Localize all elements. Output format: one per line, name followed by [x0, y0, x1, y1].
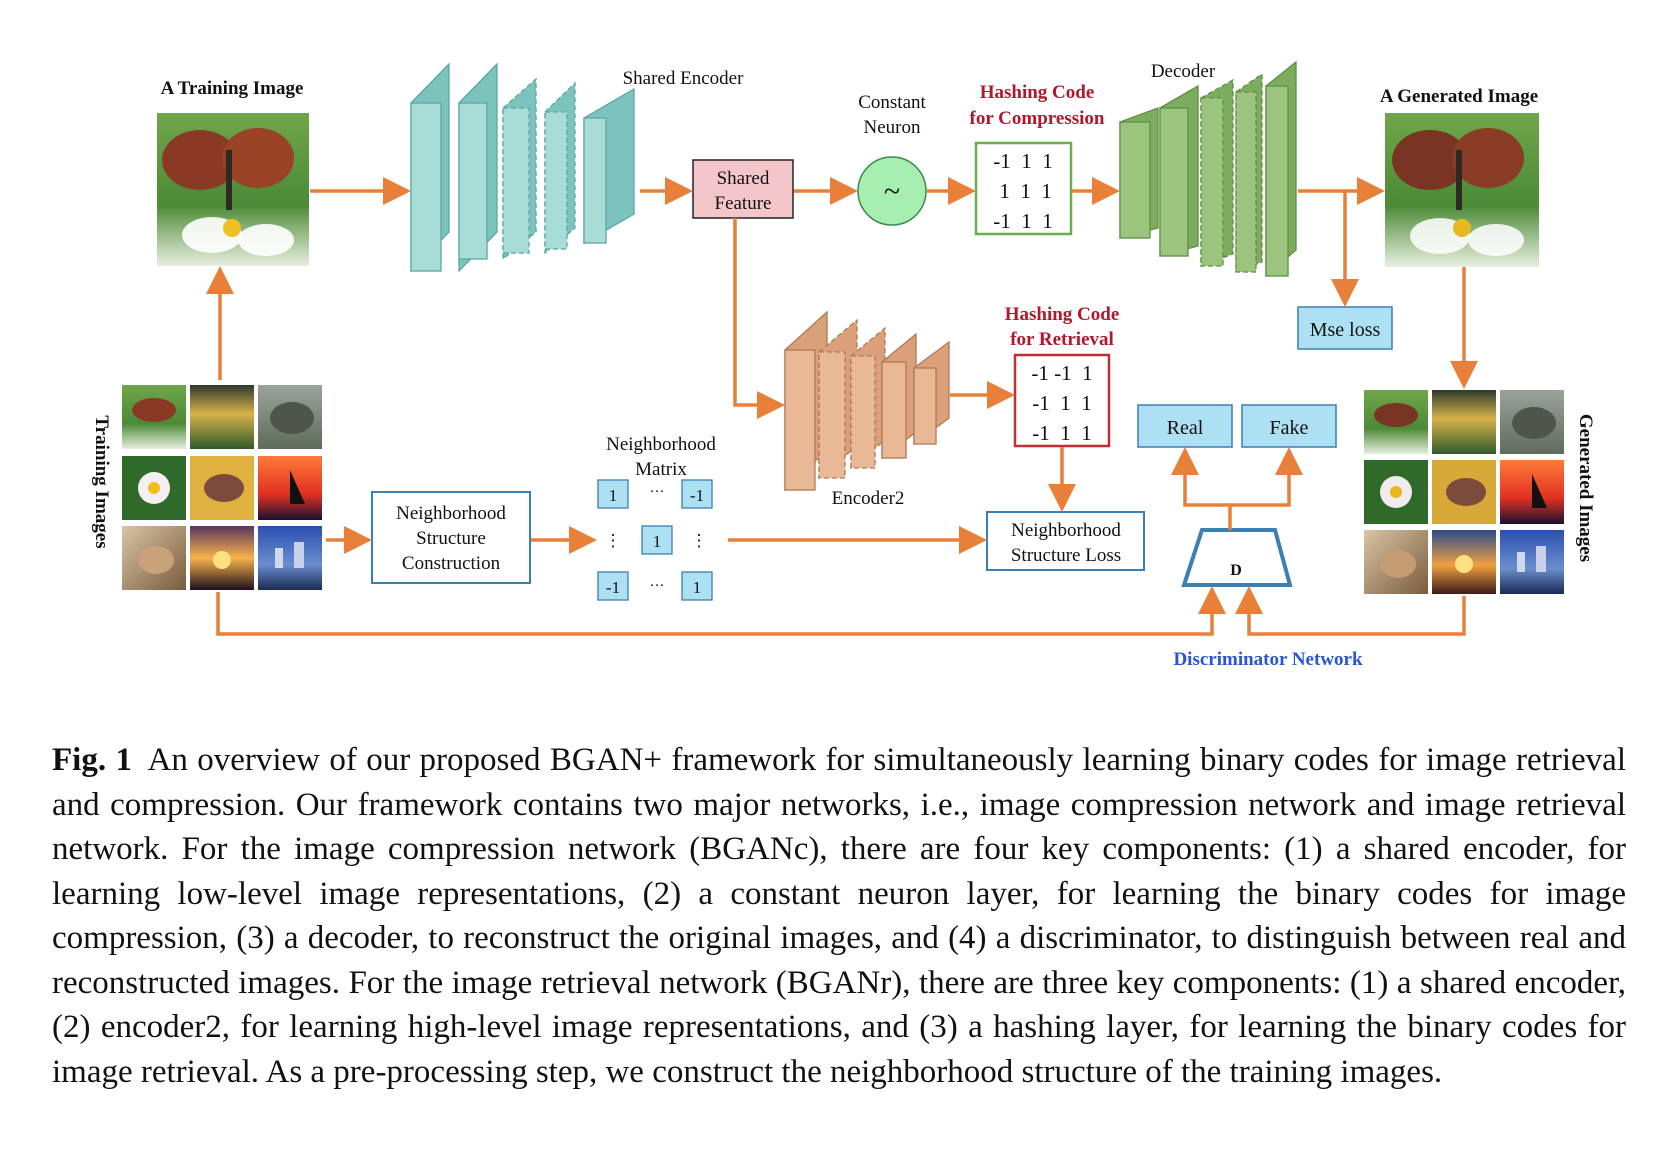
- generated-image-title: A Generated Image: [1380, 86, 1538, 107]
- mse-loss-box: [1297, 306, 1393, 350]
- hash-ret-row-1: -1 -1 1: [1031, 361, 1092, 385]
- nsc-box: [371, 491, 531, 584]
- nsc-label-3: Construction: [402, 553, 501, 574]
- nsc-label-1: Neighborhood: [396, 503, 506, 524]
- training-image: [157, 113, 309, 266]
- shared-encoder-title: Shared Encoder: [623, 68, 744, 89]
- decoder-title: Decoder: [1151, 61, 1216, 82]
- caption-text: An overview of our proposed BGAN+ framew…: [52, 742, 1626, 1090]
- training-images-grid: [122, 385, 322, 590]
- hash-ret-row-3: -1 1 1: [1032, 421, 1092, 445]
- hash-comp-title-1: Hashing Code: [980, 82, 1095, 103]
- nsl-label-2: Structure Loss: [1011, 545, 1121, 566]
- matrix-mid-left: ⋮: [605, 531, 622, 550]
- arrow-feature-to-encoder2: [733, 218, 785, 419]
- hash-ret-row-2: -1 1 1: [1032, 391, 1092, 415]
- hash-comp-box: [974, 141, 1073, 236]
- discriminator-d-label: D: [1230, 562, 1242, 579]
- discriminator-shape: [1181, 528, 1293, 587]
- hash-ret-title-1: Hashing Code: [1005, 304, 1120, 325]
- neighborhood-matrix: [597, 479, 713, 601]
- hash-comp-row-2: 1 1 1: [994, 179, 1052, 203]
- matrix-center: 1: [653, 532, 662, 551]
- tilde-symbol: ~: [884, 175, 900, 208]
- nsc-label-2: Structure: [416, 528, 486, 549]
- constant-neuron-node: [857, 156, 927, 226]
- encoder2-title: Encoder2: [832, 488, 905, 509]
- fake-box: [1241, 404, 1337, 448]
- arrow-generated-to-d: [1235, 586, 1466, 636]
- hash-ret-box: [1013, 353, 1111, 448]
- matrix-top-dots: ···: [650, 484, 665, 500]
- encoder2: [784, 310, 950, 492]
- generated-images-grid: [1364, 390, 1564, 594]
- real-box: [1137, 404, 1233, 448]
- constant-neuron-label-1: Constant: [858, 92, 926, 113]
- matrix-top-right: -1: [690, 486, 704, 505]
- generated-images-label: Generated Images: [1575, 414, 1596, 562]
- training-image-title: A Training Image: [161, 78, 304, 99]
- neighborhood-matrix-title-2: Matrix: [635, 459, 687, 480]
- shared-feature-label-2: Feature: [715, 193, 772, 214]
- hash-comp-title-2: for Compression: [970, 108, 1105, 129]
- shared-encoder: [410, 62, 635, 273]
- hash-ret-title-2: for Retrieval: [1010, 329, 1114, 350]
- arrows: [206, 177, 1478, 636]
- shared-feature-label-1: Shared: [717, 168, 770, 189]
- matrix-top-left: 1: [609, 486, 618, 505]
- matrix-mid-right: ⋮: [691, 531, 708, 550]
- arrow-training-to-d: [216, 586, 1226, 636]
- arrow-d-to-fake: [1230, 447, 1303, 507]
- matrix-bot-right: 1: [693, 578, 702, 597]
- arrow-d-to-real: [1171, 447, 1232, 530]
- matrix-bot-dots: ···: [650, 578, 665, 594]
- hash-comp-row-3: -1 1 1: [993, 209, 1053, 233]
- shared-feature-box: [692, 159, 794, 219]
- fake-label: Fake: [1270, 417, 1309, 439]
- generated-image: [1385, 113, 1539, 267]
- nsl-label-1: Neighborhood: [1011, 520, 1121, 541]
- constant-neuron-label-2: Neuron: [864, 117, 921, 138]
- neighborhood-matrix-title-1: Neighborhood: [606, 434, 716, 455]
- nsl-box: [986, 511, 1145, 571]
- caption-label: Fig. 1: [52, 742, 132, 778]
- real-label: Real: [1167, 417, 1204, 439]
- hash-comp-row-1: -1 1 1: [993, 149, 1053, 173]
- matrix-bot-left: -1: [606, 578, 620, 597]
- training-images-label: Training Images: [91, 415, 112, 548]
- figure-caption: Fig. 1 An overview of our proposed BGAN+…: [52, 738, 1626, 1094]
- decoder: [1119, 60, 1297, 278]
- bgan-diagram: A Training Image Shared Encoder Shared F…: [91, 60, 1596, 670]
- discriminator-network-label: Discriminator Network: [1173, 649, 1363, 670]
- mse-loss-label: Mse loss: [1310, 319, 1381, 341]
